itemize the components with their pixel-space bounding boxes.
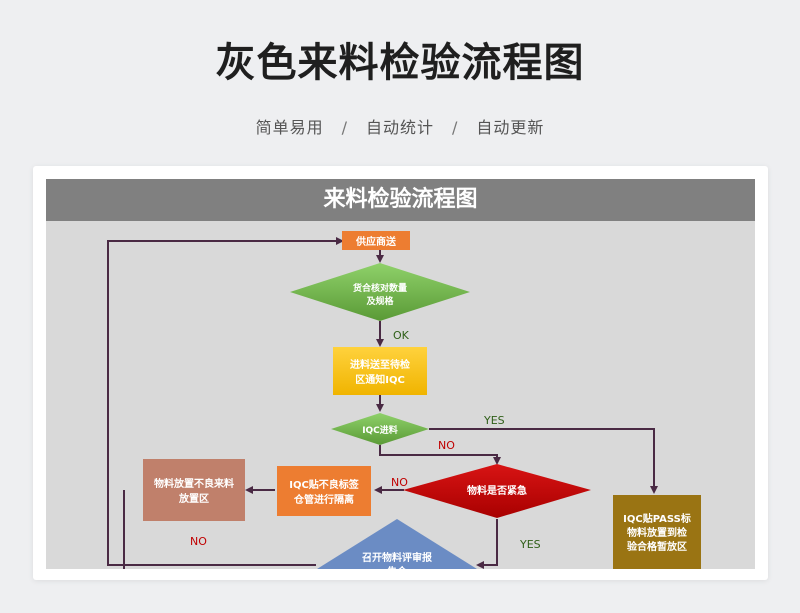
tag-easy: 简单易用 [255,118,324,137]
node-bad-material-line1: 物料放置不良来料 [154,477,234,490]
node-is-urgent [403,464,591,518]
preview-card: 来料检验流程图 [33,166,768,580]
tag-auto-update: 自动更新 [476,118,545,137]
node-bad-material-area [143,459,245,521]
node-check-quantity [290,263,470,321]
flowchart-svg: 供应商送 货合核对数量 及规格 OK 进料送至待检 区通知IQC IQC进料 Y… [107,231,701,569]
node-iqc-inspect [331,413,429,445]
flowchart-title: 来料检验流程图 [46,179,755,221]
node-is-urgent-label: 物料是否紧急 [467,484,527,497]
label-no-2: NO [391,476,408,489]
node-iqc-reject [277,466,371,516]
node-iqc-reject-line1: IQC贴不良标签 [289,478,360,491]
label-yes-1: YES [483,414,505,427]
node-iqc-inspect-label: IQC进料 [362,424,398,436]
node-check-quantity-line2: 及规格 [366,295,394,307]
label-yes-2: YES [519,538,541,551]
feature-tags: 简单易用 / 自动统计 / 自动更新 [0,114,800,138]
page-title: 灰色来料检验流程图 [215,40,585,86]
flowchart-canvas: 来料检验流程图 [46,179,755,569]
node-supplier [342,231,410,250]
node-review-line2: 告会 [387,565,407,569]
node-supplier-label: 供应商送 [355,235,397,248]
label-ok: OK [393,329,410,342]
node-iqc-pass [613,495,701,569]
node-iqc-pass-line3: 验合格暂放区 [627,540,687,553]
node-iqc-pass-line1: IQC贴PASS标 [623,512,691,525]
node-to-waiting-line2: 区通知IQC [355,373,405,386]
label-no-3: NO [190,535,207,548]
connector-iqc-yes [429,428,658,494]
node-review-line1: 召开物料评审报 [362,551,432,564]
node-iqc-reject-line2: 仓管进行隔离 [293,493,354,506]
tag-separator: / [341,118,348,137]
label-no-1: NO [438,439,455,452]
node-bad-material-line2: 放置区 [178,492,209,505]
node-check-quantity-line1: 货合核对数量 [353,282,407,294]
tag-separator: / [452,118,459,137]
node-iqc-pass-line2: 物料放置到检 [627,526,687,539]
node-to-waiting-line1: 进料送至待检 [350,358,410,371]
connector-iqc-no [379,445,501,465]
node-review-meeting [317,519,477,569]
tag-auto-stats: 自动统计 [365,118,434,137]
connector-loop-return [107,237,344,566]
node-to-waiting-area [333,347,427,395]
connector-urgent-yes [476,519,498,569]
